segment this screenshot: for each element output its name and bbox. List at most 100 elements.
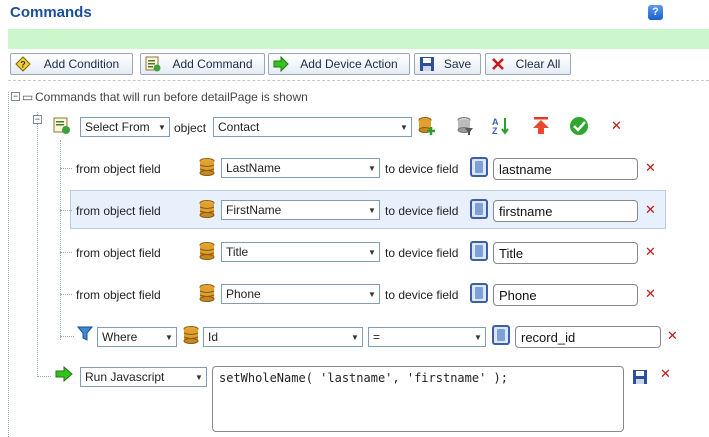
tree-line [37,112,38,377]
action-type-value: Run Javascript [85,370,165,384]
where-operator-select[interactable]: =▼ [368,327,486,347]
tree-line [60,168,72,169]
save-icon [419,56,435,72]
action-type-select[interactable]: Run Javascript ▼ [80,367,207,387]
database-icon [199,242,215,263]
help-icon[interactable]: ? [648,5,663,20]
where-field-value: Id [208,330,219,344]
object-field-select[interactable]: Phone ▼ [221,284,380,304]
tree-line [60,336,74,337]
svg-text:Z: Z [492,126,498,136]
delete-action-icon[interactable]: ✕ [660,366,671,381]
phone-icon [470,199,488,219]
delete-command-icon[interactable]: ✕ [611,118,622,133]
save-icon[interactable] [632,369,648,388]
add-command-label: Add Command [172,57,253,71]
command-icon [53,117,71,138]
to-device-field-label: to device field [385,288,459,302]
chevron-down-icon: ▼ [195,372,203,382]
add-device-action-button[interactable]: Add Device Action [268,53,410,75]
delete-where-icon[interactable]: ✕ [667,328,678,343]
from-object-field-label: from object field [76,246,161,260]
chevron-down-icon: ▼ [400,122,408,132]
chevron-down-icon: ▼ [368,289,376,299]
object-value: Contact [218,120,260,134]
to-device-field-label: to device field [385,204,459,218]
javascript-code-editor[interactable]: setWholeName( 'lastname', 'firstname' ); [212,366,624,432]
clear-all-label: Clear All [515,57,561,71]
tree-line [8,92,9,437]
device-field-input[interactable]: lastname [493,158,638,180]
svg-text:A: A [492,117,499,127]
object-field-value: Phone [226,287,261,301]
phone-icon [470,241,488,261]
tree-line [60,210,72,211]
command-type-value: Select From [85,120,150,134]
add-condition-label: Add Condition [43,57,120,71]
add-command-button[interactable]: Add Command [140,53,265,75]
chevron-down-icon: ▼ [368,163,376,173]
clear-all-button[interactable]: Clear All [485,53,571,75]
chevron-down-icon: ▼ [368,247,376,257]
green-arrow-icon [55,365,73,385]
status-bar [8,29,709,49]
tree-line [37,376,51,377]
to-device-field-label: to device field [385,246,459,260]
to-device-field-label: to device field [385,162,459,176]
chevron-down-icon: ▼ [165,332,173,342]
tree-line [60,140,61,340]
chevron-down-icon: ▼ [474,332,482,342]
command-type-select[interactable]: Select From▼ [80,117,170,137]
from-object-field-label: from object field [76,162,161,176]
object-select[interactable]: Contact ▼ [213,117,412,137]
device-field-input[interactable]: Title [493,242,638,264]
where-field-select[interactable]: Id ▼ [203,327,363,347]
from-object-field-label: from object field [76,288,161,302]
green-arrow-icon [273,56,289,72]
object-label: object [174,121,207,135]
svg-text:?: ? [20,60,26,70]
save-button[interactable]: Save [414,53,481,75]
save-label: Save [443,57,472,71]
where-value-input[interactable]: record_id [515,326,661,348]
object-field-value: LastName [226,161,281,175]
delete-mapping-icon[interactable]: ✕ [645,244,656,259]
database-icon [199,158,215,179]
toolbar-divider [8,80,709,81]
database-icon [183,326,199,347]
confirm-check-icon[interactable] [569,116,589,139]
delete-mapping-icon[interactable]: ✕ [645,202,656,217]
database-icon [199,284,215,305]
add-condition-button[interactable]: ? Add Condition [10,53,133,75]
condition-icon: ? [15,56,31,72]
phone-icon [470,283,488,303]
tree-line [60,252,72,253]
chevron-down-icon: ▼ [351,332,359,342]
collapse-select-icon[interactable]: − [33,114,42,124]
object-field-select[interactable]: Title ▼ [221,242,380,262]
root-label: Commands that will run before detailPage… [35,90,308,104]
where-clause-select[interactable]: Where ▼ [97,327,177,347]
command-icon [145,56,161,72]
collapse-root-icon[interactable]: − [11,91,20,101]
device-field-input[interactable]: Phone [493,284,638,306]
object-field-value: Title [226,245,249,259]
page-title: Commands [10,4,92,21]
clear-icon [490,56,506,72]
move-top-icon[interactable] [532,116,552,139]
chevron-down-icon: ▼ [368,205,376,215]
filter-funnel-icon [76,326,94,345]
object-field-value: FirstName [226,203,282,217]
add-device-action-label: Add Device Action [300,57,398,71]
device-field-input[interactable]: firstname [493,200,638,222]
object-field-select[interactable]: LastName ▼ [221,158,380,178]
database-icon [199,200,215,221]
tree-line [60,294,72,295]
filter-icon[interactable] [455,116,475,139]
where-clause-value: Where [102,330,138,344]
delete-mapping-icon[interactable]: ✕ [645,286,656,301]
delete-mapping-icon[interactable]: ✕ [645,160,656,175]
add-field-icon[interactable] [417,116,437,139]
object-field-select[interactable]: FirstName ▼ [221,200,380,220]
